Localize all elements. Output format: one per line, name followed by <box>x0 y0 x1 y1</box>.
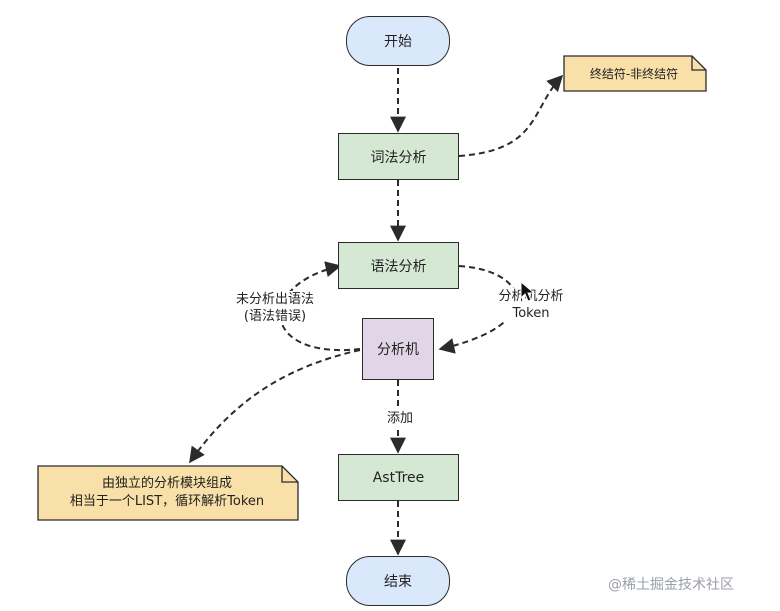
end-node: 结束 <box>346 556 450 606</box>
start-node: 开始 <box>346 16 450 66</box>
mouse-pointer-icon <box>520 281 536 302</box>
parser-node: 语法分析 <box>338 242 459 289</box>
edge-label-token: 分析机分析 Token <box>490 288 572 322</box>
module-note-text: 由独立的分析模块组成 相当于一个LIST，循环解析Token <box>38 466 296 520</box>
edge-label-no-syntax-line-2: (语法错误) <box>243 309 307 324</box>
edge-label-token-line-2: Token <box>512 306 550 321</box>
module-note-line-2: 相当于一个LIST，循环解析Token <box>69 494 265 509</box>
edge-machine-to-module-note <box>189 349 361 464</box>
lexer-node: 词法分析 <box>338 133 459 180</box>
ast-tree-node: AstTree <box>338 454 459 501</box>
edge-label-no-syntax-line-1: 未分析出语法 <box>235 292 314 307</box>
analyzer-machine-node: 分析机 <box>362 318 434 380</box>
edge-label-add: 添加 <box>381 410 419 427</box>
watermark: @稀土掘金技术社区 <box>608 577 734 593</box>
terminal-note-shape <box>563 55 707 92</box>
module-note-line-1: 由独立的分析模块组成 <box>101 476 232 491</box>
edge-label-no-syntax: 未分析出语法 (语法错误) <box>228 291 322 325</box>
edge-lexer-to-note <box>458 74 564 157</box>
module-note-fold <box>281 466 298 483</box>
edge-label-token-line-1: 分析机分析 <box>498 289 564 304</box>
module-note-shape <box>37 465 299 521</box>
terminal-note-fold <box>691 56 706 71</box>
terminal-note-text: 终结符-非终结符 <box>589 66 679 81</box>
